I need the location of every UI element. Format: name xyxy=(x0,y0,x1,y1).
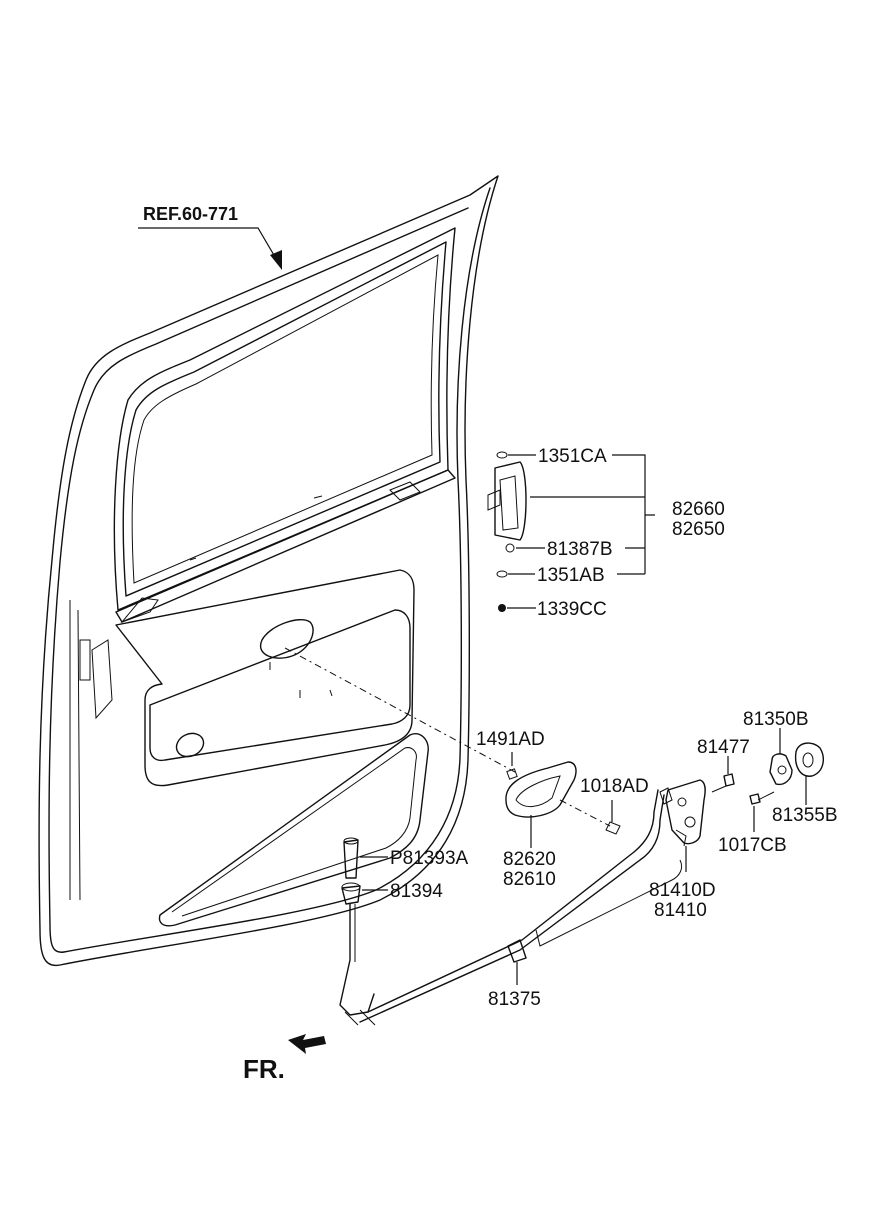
alignment-line-2 xyxy=(559,799,611,827)
grommet-81394 xyxy=(341,885,361,905)
front-direction-indicator: FR. xyxy=(243,1034,326,1084)
label-81355B: 81355B xyxy=(772,805,838,826)
label-1339CC: 1339CC xyxy=(537,599,607,620)
label-82610: 82610 xyxy=(503,869,556,890)
nut-1339CC xyxy=(498,604,506,612)
label-81410D: 81410D xyxy=(649,880,716,901)
label-81394: 81394 xyxy=(390,881,443,902)
knob-P81393A xyxy=(343,839,359,879)
label-1018AD: 1018AD xyxy=(580,776,649,797)
reference-callout: REF.60-771 xyxy=(138,204,282,270)
pad-81387B xyxy=(505,543,515,553)
label-1351CA: 1351CA xyxy=(538,446,607,467)
door-latch xyxy=(659,742,824,847)
clip-1351AB xyxy=(496,570,508,578)
striker-81350B xyxy=(769,753,793,786)
screw-1018AD xyxy=(605,821,621,835)
outside-handle-assembly xyxy=(487,451,527,612)
lock-knob-rod xyxy=(339,837,375,1016)
clip-1351CA xyxy=(496,451,508,459)
bolt-81477 xyxy=(723,773,735,787)
reference-label: REF.60-771 xyxy=(143,204,238,224)
handle-82620 xyxy=(505,761,577,818)
control-cables xyxy=(344,789,683,1026)
label-81375: 81375 xyxy=(488,989,541,1010)
label-1017CB: 1017CB xyxy=(718,835,787,856)
rear-door-panel xyxy=(38,175,499,967)
label-82620: 82620 xyxy=(503,849,556,870)
label-P81393A: P81393A xyxy=(390,848,469,869)
inside-handle xyxy=(505,761,621,835)
label-81350B: 81350B xyxy=(743,709,809,730)
label-81477: 81477 xyxy=(697,737,750,758)
clip-81375 xyxy=(507,939,527,963)
handle-82660 xyxy=(494,461,527,541)
screw-1491AD xyxy=(506,768,518,780)
shim-81355B xyxy=(794,742,824,777)
label-1351AB: 1351AB xyxy=(537,565,605,586)
latch-81410 xyxy=(665,779,706,845)
front-arrow-icon xyxy=(288,1034,326,1054)
label-82650: 82650 xyxy=(672,519,725,540)
label-81410: 81410 xyxy=(654,900,707,921)
label-1491AD: 1491AD xyxy=(476,729,545,750)
label-82660: 82660 xyxy=(672,499,725,520)
front-label: FR. xyxy=(243,1054,285,1084)
screw-1017CB xyxy=(749,793,761,805)
label-81387B: 81387B xyxy=(547,539,613,560)
alignment-line xyxy=(284,647,516,773)
